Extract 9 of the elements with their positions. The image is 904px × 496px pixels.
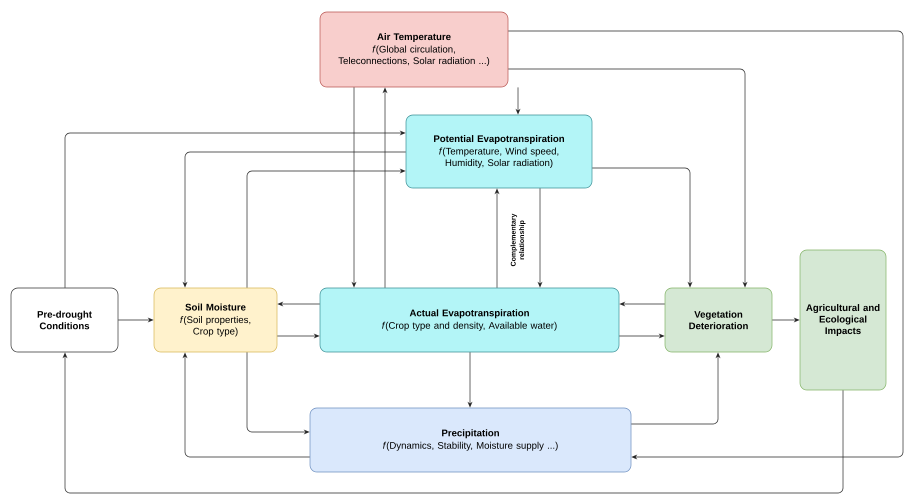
process-box: Vegetation Deterioration (664, 288, 772, 352)
process-box: Potential Evapotranspiration f(Temperature, Wind speed, Humidity, Solar radiation) (406, 114, 592, 188)
process-box: Precipitation f(Dynamics, Stability, Moisture supply ...) (310, 408, 632, 472)
process-box: Actual Evapotranspiration f(Crop type and density, Available water) (320, 288, 620, 352)
process-box: Air Temperature f(Global circulation, Teleconnections, Solar radiation ...) (320, 12, 508, 88)
arrow (508, 30, 904, 460)
process-box: Pre-drought Conditions (10, 288, 118, 352)
process-box: Agricultural and Ecological Impacts (800, 250, 886, 390)
process-box: Soil Moisture f(Soil properties, Crop type) (154, 288, 278, 352)
